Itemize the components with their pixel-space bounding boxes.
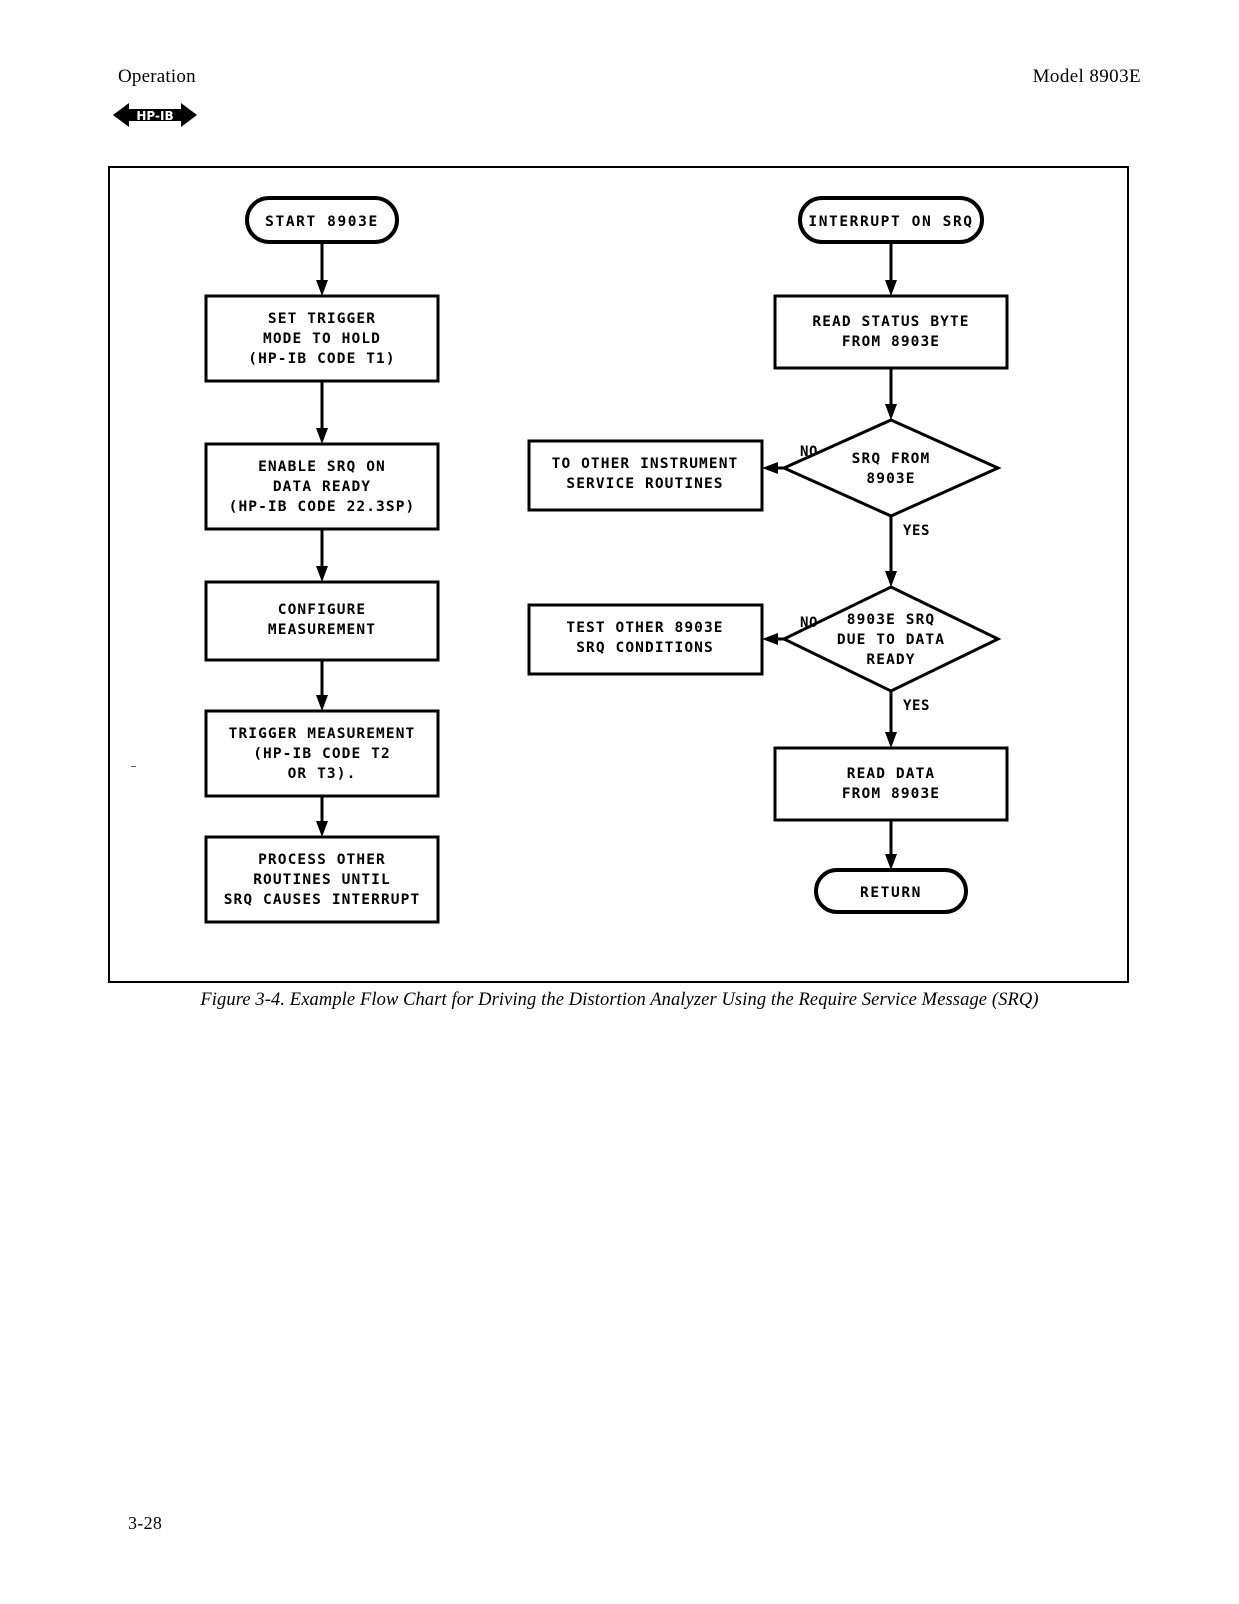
flow-node-enable-srq-line-3: (HP-IB CODE 22.3SP) xyxy=(229,499,416,515)
header-left-title: Operation xyxy=(118,66,196,87)
flow-node-set-trigger-line-1: SET TRIGGER xyxy=(268,311,376,327)
flow-node-read-status-byte: READ STATUS BYTE FROM 8903E xyxy=(773,294,1009,370)
flow-node-set-trigger: SET TRIGGER MODE TO HOLD (HP-IB CODE T1) xyxy=(204,294,440,383)
connector-step4-to-step5 xyxy=(316,796,328,837)
connector-step1-to-step2 xyxy=(316,381,328,444)
figure-caption: Figure 3-4. Example Flow Chart for Drivi… xyxy=(200,990,1039,1010)
flowchart-diagram: START 8903E SET TRIGGER MODE TO HOLD (HP… xyxy=(204,196,1009,924)
flow-node-read-data: READ DATA FROM 8903E xyxy=(773,746,1009,822)
flow-node-test-other-srq-conditions-line-2: SRQ CONDITIONS xyxy=(576,640,714,656)
hp-ib-badge-icon: HP-IB xyxy=(113,101,197,129)
flow-node-return: RETURN xyxy=(814,868,968,914)
flow-node-interrupt-on-srq: INTERRUPT ON SRQ xyxy=(798,196,984,244)
branch-label-decision1-yes: YES xyxy=(903,523,930,539)
page-header: Operation Model 8903E xyxy=(0,66,1239,96)
flow-node-configure-measurement: CONFIGURE MEASUREMENT xyxy=(204,580,440,662)
hp-ib-badge-label: HP-IB xyxy=(136,109,173,123)
flow-node-configure-measurement-line-1: CONFIGURE xyxy=(278,602,366,618)
branch-label-decision1-no: NO xyxy=(800,444,818,460)
scan-artifact xyxy=(131,766,136,767)
connector-decision2-no: NO xyxy=(762,615,818,645)
page-number: 3-28 xyxy=(128,1513,163,1533)
connector-interrupt-to-read-status xyxy=(885,242,897,296)
branch-label-decision2-no: NO xyxy=(800,615,818,631)
flow-node-process-other-routines: PROCESS OTHER ROUTINES UNTIL SRQ CAUSES … xyxy=(204,835,440,924)
flow-node-read-data-line-2: FROM 8903E xyxy=(842,786,940,802)
flow-node-decision-srq-from-8903e-line-1: SRQ FROM xyxy=(852,451,931,467)
flow-node-enable-srq-line-2: DATA READY xyxy=(273,479,371,495)
flow-node-decision-srq-from-8903e: SRQ FROM 8903E xyxy=(780,418,1002,518)
flow-node-return-label: RETURN xyxy=(860,885,922,901)
flow-node-set-trigger-line-2: MODE TO HOLD xyxy=(263,331,381,347)
connector-decision2-yes: YES xyxy=(885,691,930,748)
connector-decision1-yes: YES xyxy=(885,516,930,587)
flow-node-decision-srq-due-to-data-ready: 8903E SRQ DUE TO DATA READY xyxy=(780,585,1002,693)
flow-node-trigger-measurement-line-3: OR T3). xyxy=(288,766,357,782)
flow-node-trigger-measurement-line-2: (HP-IB CODE T2 xyxy=(253,746,391,762)
flow-node-enable-srq: ENABLE SRQ ON DATA READY (HP-IB CODE 22.… xyxy=(204,442,440,531)
flow-node-process-other-routines-line-3: SRQ CAUSES INTERRUPT xyxy=(224,892,421,908)
flow-node-test-other-srq-conditions-line-1: TEST OTHER 8903E xyxy=(566,620,723,636)
flow-node-decision-srq-due-to-data-ready-line-3: READY xyxy=(866,652,915,668)
flow-node-trigger-measurement-line-1: TRIGGER MEASUREMENT xyxy=(229,726,416,742)
connector-start-to-step1 xyxy=(316,242,328,296)
flow-node-start-8903e-label: START 8903E xyxy=(265,214,379,230)
flow-node-interrupt-on-srq-label: INTERRUPT ON SRQ xyxy=(808,214,973,230)
flow-node-decision-srq-due-to-data-ready-line-2: DUE TO DATA xyxy=(837,632,945,648)
flow-node-decision-srq-due-to-data-ready-line-1: 8903E SRQ xyxy=(847,612,935,628)
flow-node-read-data-line-1: READ DATA xyxy=(847,766,935,782)
connector-read-data-to-return xyxy=(885,820,897,870)
connector-read-status-to-decision1 xyxy=(885,368,897,420)
flow-node-test-other-srq-conditions: TEST OTHER 8903E SRQ CONDITIONS xyxy=(527,603,764,676)
flow-node-to-other-instrument-line-1: TO OTHER INSTRUMENT xyxy=(552,456,739,472)
flow-node-configure-measurement-line-2: MEASUREMENT xyxy=(268,622,376,638)
flow-node-decision-srq-from-8903e-line-2: 8903E xyxy=(866,471,915,487)
figure-frame: START 8903E SET TRIGGER MODE TO HOLD (HP… xyxy=(108,166,1129,983)
flow-node-process-other-routines-line-1: PROCESS OTHER xyxy=(258,852,386,868)
branch-label-decision2-yes: YES xyxy=(903,698,930,714)
flow-node-read-status-byte-line-2: FROM 8903E xyxy=(842,334,940,350)
flow-node-to-other-instrument-line-2: SERVICE ROUTINES xyxy=(566,476,723,492)
header-model-title: Model 8903E xyxy=(1032,66,1141,87)
flow-node-read-status-byte-line-1: READ STATUS BYTE xyxy=(812,314,969,330)
flow-node-start-8903e: START 8903E xyxy=(245,196,399,244)
connector-step2-to-step3 xyxy=(316,529,328,582)
flow-node-enable-srq-line-1: ENABLE SRQ ON xyxy=(258,459,386,475)
connector-decision1-no: NO xyxy=(762,444,818,474)
flow-node-trigger-measurement: TRIGGER MEASUREMENT (HP-IB CODE T2 OR T3… xyxy=(204,709,440,798)
flow-node-to-other-instrument: TO OTHER INSTRUMENT SERVICE ROUTINES xyxy=(527,439,764,512)
connector-step3-to-step4 xyxy=(316,660,328,711)
flow-node-process-other-routines-line-2: ROUTINES UNTIL xyxy=(253,872,391,888)
flow-node-set-trigger-line-3: (HP-IB CODE T1) xyxy=(248,351,395,367)
